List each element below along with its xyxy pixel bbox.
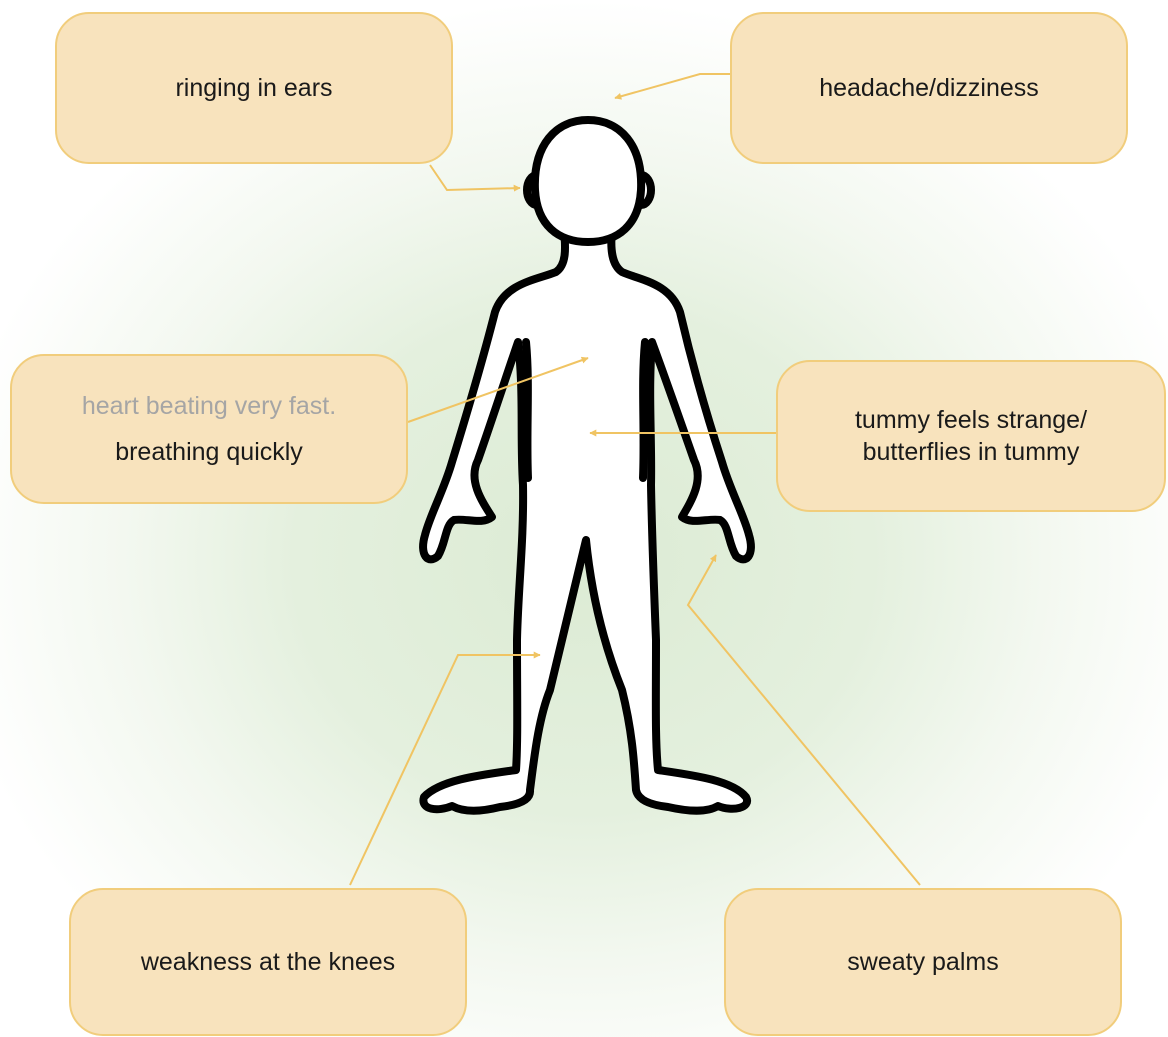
label-heart-text: heart beating very fast. bbox=[82, 390, 336, 423]
label-headache-text: headache/dizziness bbox=[819, 72, 1039, 105]
label-ringing-in-ears: ringing in ears bbox=[55, 12, 453, 164]
arrow-palms bbox=[688, 555, 920, 885]
label-headache-dizziness: headache/dizziness bbox=[730, 12, 1128, 164]
arrow-headache bbox=[615, 74, 730, 98]
label-sweaty-palms: sweaty palms bbox=[724, 888, 1122, 1036]
body-outline bbox=[423, 120, 751, 811]
label-ringing-text: ringing in ears bbox=[175, 72, 332, 105]
label-weakness-knees: weakness at the knees bbox=[69, 888, 467, 1036]
label-tummy: tummy feels strange/ butterflies in tumm… bbox=[776, 360, 1166, 512]
label-tummy-line2: butterflies in tummy bbox=[863, 436, 1080, 469]
label-heart-breathing: heart beating very fast. breathing quick… bbox=[10, 354, 408, 504]
label-breathing-text: breathing quickly bbox=[115, 436, 303, 469]
label-palms-text: sweaty palms bbox=[847, 946, 998, 979]
arrow-ringing bbox=[430, 165, 520, 190]
label-knees-text: weakness at the knees bbox=[141, 946, 395, 979]
label-tummy-line1: tummy feels strange/ bbox=[855, 404, 1087, 437]
